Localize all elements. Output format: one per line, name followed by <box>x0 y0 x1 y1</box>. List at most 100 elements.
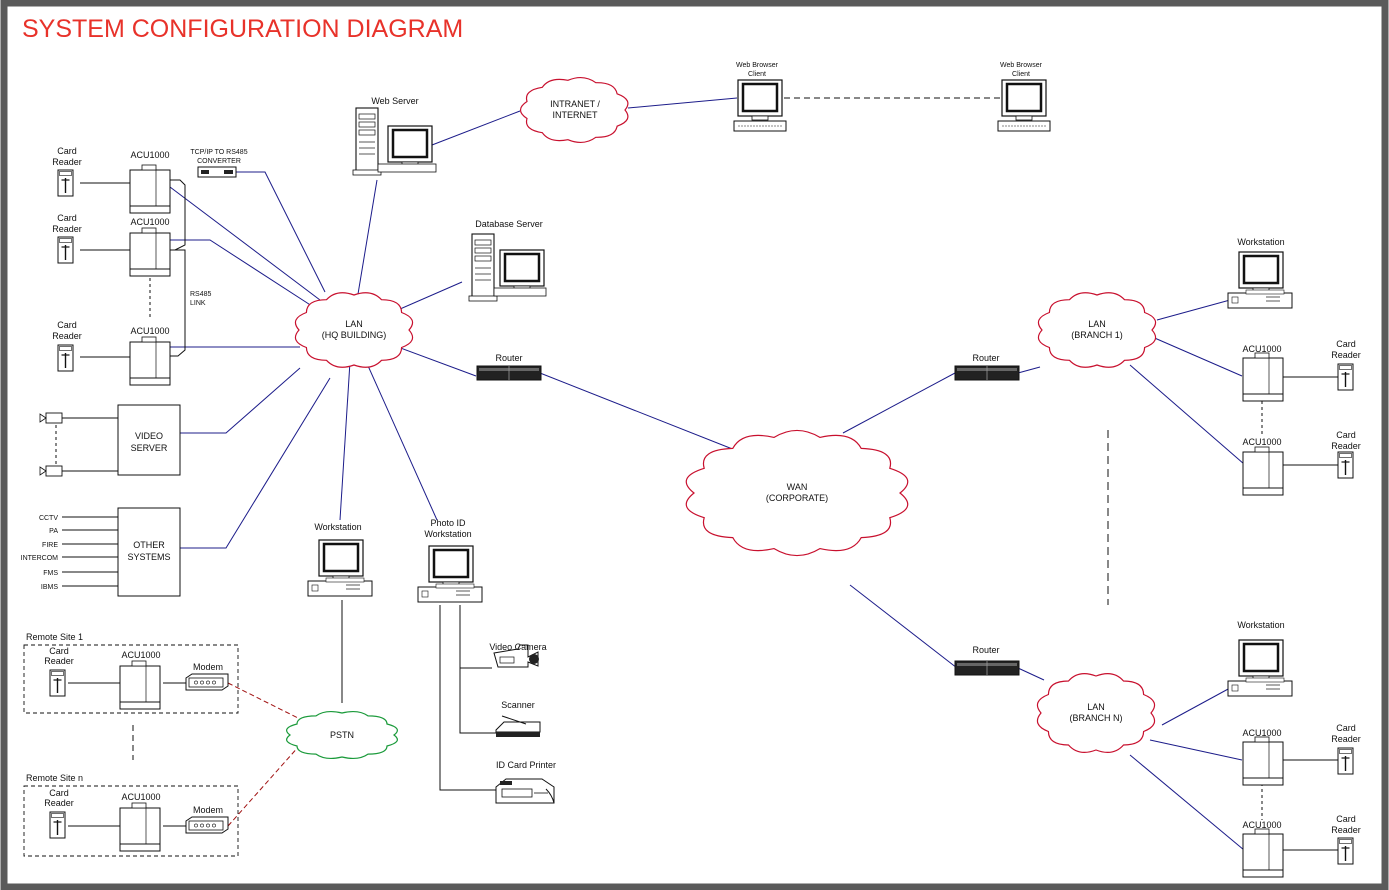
label-converter: TCP/IP TO RS485 <box>190 149 247 156</box>
card-reader-b1-2 <box>1337 451 1354 479</box>
workstation-hq <box>308 540 372 596</box>
other-systems-box <box>117 507 181 597</box>
label-video-server: VIDEO <box>135 431 163 441</box>
label-acu-b1-1: ACU1000 <box>1242 344 1281 354</box>
acu-hq-2 <box>129 227 171 277</box>
label-reader-b1-2: Reader <box>1331 441 1361 451</box>
link-converter-lan <box>233 171 326 293</box>
link-video-lan <box>180 367 301 434</box>
label-router-b1: Router <box>972 353 999 363</box>
cloud-lan-bn <box>1036 673 1156 753</box>
label-router-bn: Router <box>972 645 999 655</box>
card-reader-remote-n <box>49 811 66 839</box>
id-card-printer <box>495 778 555 804</box>
card-reader-hq-2 <box>57 236 74 264</box>
label-input-2: FIRE <box>42 542 58 549</box>
card-reader-hq-1 <box>57 169 74 197</box>
label-reader-hq-1: Card <box>57 146 77 156</box>
label-reader-b1-2: Card <box>1336 430 1356 440</box>
label-web-client-1: Client <box>748 71 766 78</box>
router-hq <box>476 365 542 381</box>
label-acu-remote-n: ACU1000 <box>121 792 160 802</box>
cloud-lan-b1-label: (BRANCH 1) <box>1071 330 1123 340</box>
label-input-4: FMS <box>43 570 58 577</box>
label-reader-hq-2: Reader <box>52 224 82 234</box>
link-lanbn-ws <box>1161 687 1231 726</box>
link-lanb1-ws <box>1156 299 1231 321</box>
converter-device <box>197 166 237 178</box>
link-lanbn-acu2 <box>1129 754 1245 851</box>
label-acu-hq-1: ACU1000 <box>130 150 169 160</box>
label-photoid: Photo ID <box>430 518 466 528</box>
label-reader-remote-1: Reader <box>44 656 74 666</box>
link-routerb1-lanb1 <box>1017 366 1041 374</box>
label-other-systems: SYSTEMS <box>127 552 170 562</box>
link-acu1-lan <box>169 186 321 301</box>
label-db-server: Database Server <box>475 219 543 229</box>
web-client-1 <box>734 80 786 131</box>
label-web-client-1: Web Browser <box>736 62 779 69</box>
rs485-bus-b <box>170 249 186 357</box>
link-internet-client <box>627 97 738 109</box>
link-photo-scanner <box>459 605 500 734</box>
label-reader-bn-2: Card <box>1336 814 1356 824</box>
cloud-wan <box>685 429 909 557</box>
link-wan-router-b1 <box>842 372 956 434</box>
label-rs485: LINK <box>190 300 206 307</box>
modem-remote-n <box>185 816 229 834</box>
label-router-hq: Router <box>495 353 522 363</box>
label-acu-bn-2: ACU1000 <box>1242 820 1281 830</box>
acu-hq-3 <box>129 336 171 386</box>
modem-remote-1 <box>185 673 229 691</box>
label-reader-remote-n: Card <box>49 788 69 798</box>
label-reader-hq-1: Reader <box>52 157 82 167</box>
label-workstation-bn: Workstation <box>1237 620 1284 630</box>
label-reader-b1-1: Reader <box>1331 350 1361 360</box>
db-server-keyboard <box>493 287 547 297</box>
label-modem-1: Modem <box>193 662 223 672</box>
cloud-lan-hq-label: LAN <box>345 319 363 329</box>
cloud-internet-label: INTERNET <box>553 110 599 120</box>
label-video-server: SERVER <box>131 443 168 453</box>
camera-1 <box>45 412 63 424</box>
rs485-bus-a <box>170 179 186 251</box>
label-web-client-2: Web Browser <box>1000 62 1043 69</box>
acu-remote-n <box>119 802 161 852</box>
acu-b1-2 <box>1242 446 1284 496</box>
cloud-internet-label: INTRANET / <box>550 99 600 109</box>
cloud-lan-b1-label: LAN <box>1088 319 1106 329</box>
link-lanbn-acu1 <box>1149 739 1243 761</box>
label-reader-bn-1: Card <box>1336 723 1356 733</box>
link-photo-printer <box>439 605 496 791</box>
cloud-lan-bn-label: LAN <box>1087 702 1105 712</box>
card-reader-bn-1 <box>1337 747 1354 775</box>
label-acu-bn-1: ACU1000 <box>1242 728 1281 738</box>
label-reader-bn-1: Reader <box>1331 734 1361 744</box>
db-server-monitor <box>498 248 546 292</box>
label-reader-hq-3: Card <box>57 320 77 330</box>
dialup-1 <box>227 682 303 721</box>
card-reader-remote-1 <box>49 669 66 697</box>
cloud-pstn <box>286 710 398 760</box>
label-id-printer: ID Card Printer <box>496 760 556 770</box>
web-client-2 <box>998 80 1050 131</box>
card-reader-b1-1 <box>1337 363 1354 391</box>
remote-site-n-box <box>23 785 239 857</box>
cloud-internet <box>519 76 629 144</box>
link-acu2-lan <box>170 239 316 309</box>
label-workstation-hq: Workstation <box>314 522 361 532</box>
link-routerbn-lanbn <box>1017 667 1045 681</box>
video-server-box <box>117 404 181 476</box>
card-reader-hq-3 <box>57 344 74 372</box>
link-lanb1-acu2 <box>1129 364 1245 465</box>
acu-b1-1 <box>1242 352 1284 402</box>
scanner-device <box>495 715 541 738</box>
label-web-server: Web Server <box>371 96 418 106</box>
label-reader-remote-n: Reader <box>44 798 74 808</box>
label-reader-bn-2: Reader <box>1331 825 1361 835</box>
cloud-lan-hq-label: (HQ BUILDING) <box>322 330 387 340</box>
acu-hq-1 <box>129 164 171 214</box>
label-reader-b1-1: Card <box>1336 339 1356 349</box>
